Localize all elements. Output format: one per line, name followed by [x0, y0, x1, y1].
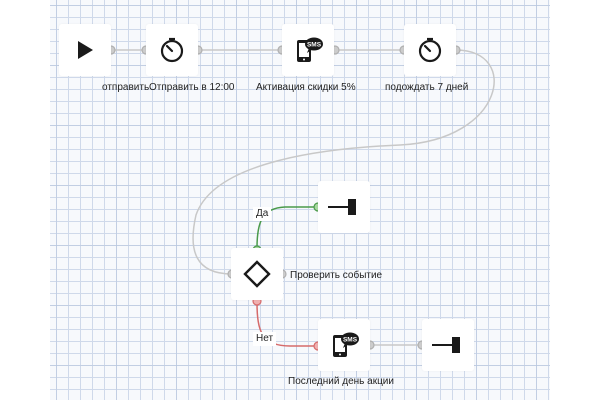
node-check-event-label: Проверить событие	[290, 270, 383, 281]
node-send-at[interactable]	[146, 24, 198, 76]
diamond-condition-icon	[243, 260, 271, 288]
timer-icon	[418, 37, 442, 63]
svg-text:SMS: SMS	[307, 42, 322, 49]
play-icon	[78, 41, 93, 59]
sms-phone-icon: SMS	[333, 332, 359, 357]
svg-text:SMS: SMS	[343, 337, 358, 344]
node-wait[interactable]	[404, 24, 456, 76]
sms-phone-icon: SMS	[297, 37, 323, 62]
branch-no-label: Нет	[253, 332, 277, 346]
node-end-no[interactable]	[422, 319, 474, 371]
timer-icon	[160, 37, 184, 63]
node-sms-discount[interactable]: SMS	[282, 24, 334, 76]
node-start[interactable]	[59, 24, 111, 76]
node-sms-last-day[interactable]: SMS	[318, 319, 370, 371]
branch-yes-label: Да	[253, 207, 272, 221]
node-send-at-label: Отправить в 12:00	[149, 82, 235, 93]
node-start-label: отправить	[102, 82, 150, 93]
node-check-event[interactable]	[231, 248, 283, 300]
end-stop-icon	[328, 199, 356, 215]
node-wait-label: подождать 7 дней	[385, 82, 469, 93]
node-sms-discount-label: Активация скидки 5%	[256, 82, 356, 93]
node-end-yes[interactable]	[318, 181, 370, 233]
end-stop-icon	[432, 337, 460, 353]
link-wait-check	[192, 49, 495, 275]
node-sms-last-day-label: Последний день акции	[288, 376, 394, 387]
